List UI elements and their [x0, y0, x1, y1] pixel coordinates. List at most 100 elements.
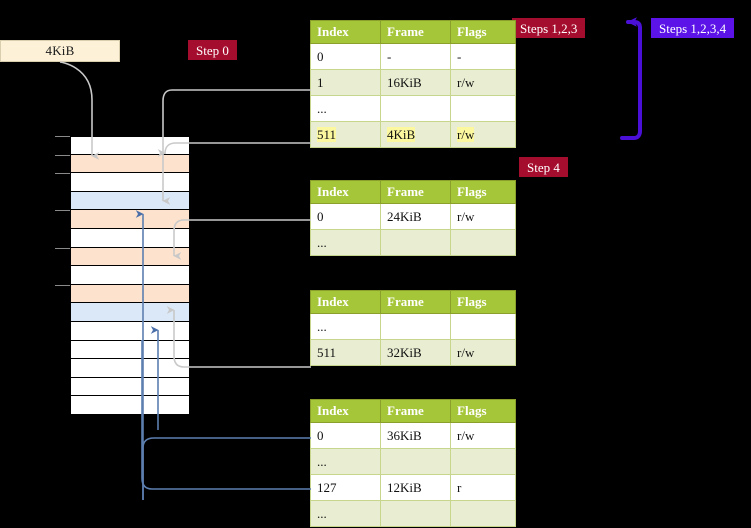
cell-flags: r — [450, 474, 516, 501]
wire-table3-0-to-memory — [173, 219, 311, 260]
cell-flags — [450, 95, 516, 122]
memory-row-tick — [55, 284, 70, 286]
badge-steps-1-2-3-4: Steps 1,2,3,4 — [651, 18, 735, 38]
cell-frame: 24KiB — [380, 203, 451, 230]
table-row: ... — [310, 313, 516, 340]
cell-flags: r/w — [450, 422, 516, 449]
cell-index: 0 — [310, 422, 381, 449]
cell-flags — [450, 229, 516, 256]
memory-frame-row — [70, 284, 190, 304]
cell-frame — [380, 448, 451, 475]
column-header-frame: Frame — [380, 399, 451, 423]
violet-bracket-arrow — [620, 17, 642, 140]
cell-index: ... — [310, 448, 381, 475]
badge-steps-1-2-3: Steps 1,2,3 — [512, 18, 586, 38]
memory-frame-row — [70, 303, 190, 322]
table-row: 0-- — [310, 43, 516, 70]
memory-frame-row — [70, 173, 190, 192]
column-header-frame: Frame — [380, 180, 451, 204]
memory-frame-row — [70, 340, 190, 360]
table-row: ... — [310, 500, 516, 527]
memory-frame-row — [70, 396, 190, 415]
table-row: ... — [310, 95, 516, 122]
column-header-flags: Flags — [450, 290, 516, 314]
column-header-frame: Frame — [380, 290, 451, 314]
memory-row-tick — [55, 154, 70, 156]
cell-index: ... — [310, 313, 381, 340]
column-header-flags: Flags — [450, 20, 516, 44]
cell-frame: 12KiB — [380, 474, 451, 501]
cell-index: 1 — [310, 69, 381, 96]
memory-frame-row — [70, 322, 190, 341]
column-header-index: Index — [310, 290, 381, 314]
cell-frame — [380, 95, 451, 122]
cell-index: ... — [310, 229, 381, 256]
memory-row-tick — [55, 173, 70, 175]
memory-frame-row — [70, 266, 190, 285]
wire-table2-511-to-memory — [166, 306, 311, 368]
column-header-index: Index — [310, 20, 381, 44]
cell-frame: - — [380, 43, 451, 70]
memory-frame-row — [70, 359, 190, 378]
cell-frame — [380, 313, 451, 340]
column-header-frame: Frame — [380, 20, 451, 44]
memory-frame-row — [70, 229, 190, 248]
cell-flags — [450, 448, 516, 475]
table-row: ... — [310, 448, 516, 475]
badge-step-4: Step 4 — [519, 157, 568, 177]
cell-frame: 32KiB — [380, 339, 451, 366]
column-header-flags: Flags — [450, 180, 516, 204]
memory-frame-row — [70, 210, 190, 229]
cell-flags — [450, 500, 516, 527]
memory-row-tick — [55, 136, 70, 137]
cell-flags: r/w — [450, 121, 516, 148]
cell-index: ... — [310, 95, 381, 122]
column-header-flags: Flags — [450, 399, 516, 423]
cell-flags: r/w — [450, 339, 516, 366]
memory-row-tick — [55, 210, 70, 212]
memory-frame-row — [70, 191, 190, 211]
cell-frame: 4KiB — [380, 121, 451, 148]
table-row: ... — [310, 229, 516, 256]
cell-flags: r/w — [450, 69, 516, 96]
cell-index: 511 — [310, 339, 381, 366]
cell-frame — [380, 229, 451, 256]
memory-frame-row — [70, 377, 190, 397]
memory-frame-row — [70, 247, 190, 267]
cell-index: 127 — [310, 474, 381, 501]
cell-index: 511 — [310, 121, 381, 148]
cell-frame — [380, 500, 451, 527]
cell-index: ... — [310, 500, 381, 527]
memory-frame-row — [70, 154, 190, 174]
badge-step-0: Step 0 — [188, 40, 237, 60]
memory-frame-row — [70, 136, 190, 155]
cell-frame: 36KiB — [380, 422, 451, 449]
cell-flags: r/w — [450, 203, 516, 230]
memory-row-tick — [55, 247, 70, 249]
cell-flags — [450, 313, 516, 340]
column-header-index: Index — [310, 180, 381, 204]
frame-size-box: 4KiB — [0, 40, 120, 62]
cell-flags: - — [450, 43, 516, 70]
cell-frame: 16KiB — [380, 69, 451, 96]
column-header-index: Index — [310, 399, 381, 423]
cell-index: 0 — [310, 43, 381, 70]
